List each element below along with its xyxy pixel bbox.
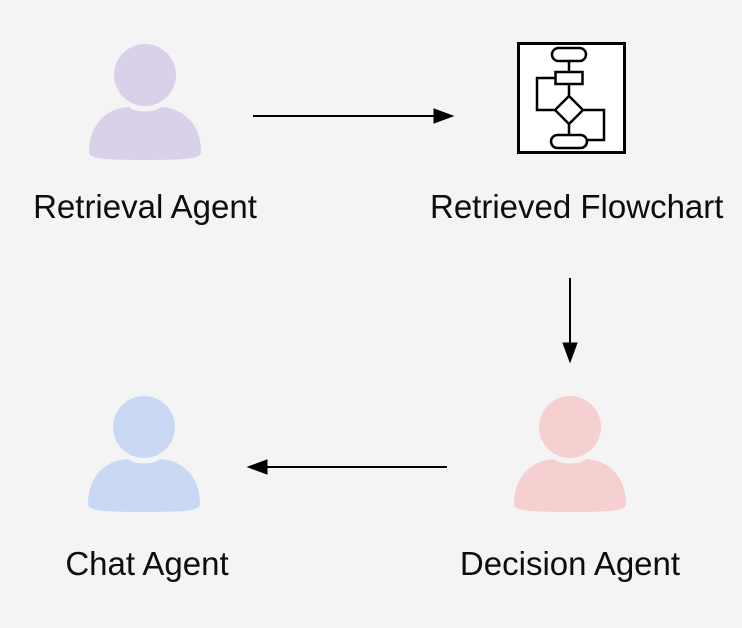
flowchart-terminator-top bbox=[550, 46, 588, 63]
person-icon bbox=[514, 396, 626, 512]
flowchart-terminator-bottom bbox=[549, 133, 589, 150]
decision-agent-icon bbox=[514, 396, 626, 512]
chat-agent-icon bbox=[88, 396, 200, 512]
retrieval-agent-label: Retrieval Agent bbox=[33, 188, 257, 225]
retrieval-agent-icon bbox=[89, 44, 201, 160]
arrow-flowchart-to-decision bbox=[562, 278, 578, 364]
flowchart-process bbox=[554, 70, 584, 86]
arrow-decision-to-chat bbox=[246, 459, 447, 475]
flowchart-icon bbox=[517, 42, 626, 154]
chat-agent-label: Chat Agent bbox=[65, 545, 229, 582]
flowchart-decision bbox=[553, 94, 585, 126]
person-icon bbox=[89, 44, 201, 160]
arrow-retrieval-to-flowchart bbox=[253, 108, 455, 124]
retrieved-flowchart-label: Retrieved Flowchart bbox=[430, 188, 724, 225]
decision-agent-label: Decision Agent bbox=[459, 545, 681, 582]
person-icon bbox=[88, 396, 200, 512]
